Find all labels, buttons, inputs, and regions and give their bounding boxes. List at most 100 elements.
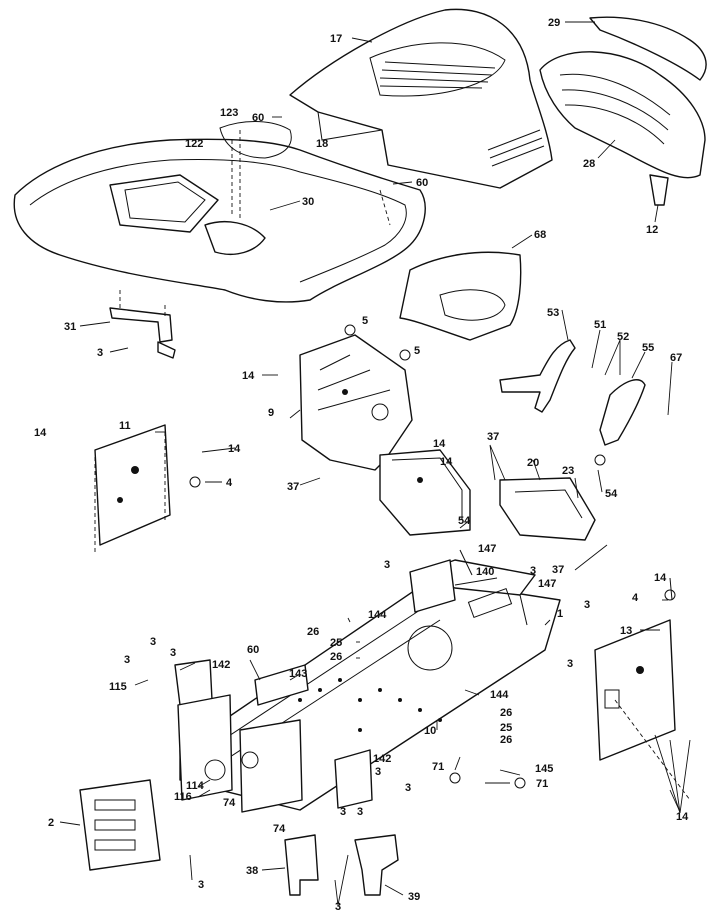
grille-assembly xyxy=(539,16,707,206)
callout-3g: 3 xyxy=(124,654,130,666)
callout-54a: 54 xyxy=(458,515,471,527)
callout-25b: 25 xyxy=(500,722,512,734)
bracket-31 xyxy=(109,290,176,359)
callout-31: 31 xyxy=(64,321,76,333)
callout-3f: 3 xyxy=(170,647,176,659)
callout-3j: 3 xyxy=(405,782,411,794)
callout-5b: 5 xyxy=(414,345,420,357)
callout-1: 1 xyxy=(557,608,563,620)
pan-68 xyxy=(399,251,522,341)
callout-144b: 144 xyxy=(490,689,509,701)
plate-2 xyxy=(79,779,161,871)
callout-123: 123 xyxy=(220,107,238,119)
callouts: 1729123122601860302812683135553515255671… xyxy=(34,17,689,913)
callout-51: 51 xyxy=(594,319,606,331)
callout-3e: 3 xyxy=(150,636,156,648)
callout-147a: 147 xyxy=(478,543,496,555)
callout-71b: 71 xyxy=(536,778,548,790)
callout-38: 38 xyxy=(246,865,258,877)
callout-54b: 54 xyxy=(605,488,618,500)
callout-2: 2 xyxy=(48,817,54,829)
callout-18: 18 xyxy=(316,138,328,150)
callout-20: 20 xyxy=(527,457,539,469)
callout-3a: 3 xyxy=(97,347,103,359)
leader-lines xyxy=(59,21,691,906)
callout-74a: 74 xyxy=(223,797,236,809)
callout-60a: 60 xyxy=(252,112,264,124)
callout-3l: 3 xyxy=(357,806,363,818)
callout-14g: 14 xyxy=(676,811,689,823)
plate-140 xyxy=(409,559,456,613)
bracket-20 xyxy=(499,477,596,541)
callout-5a: 5 xyxy=(362,315,368,327)
callout-29: 29 xyxy=(548,17,560,29)
front-plates xyxy=(174,659,373,813)
callout-145: 145 xyxy=(535,763,553,775)
callout-74b: 74 xyxy=(273,823,286,835)
callout-3h: 3 xyxy=(567,658,573,670)
callout-30: 30 xyxy=(302,196,314,208)
hood xyxy=(289,8,553,189)
callout-9: 9 xyxy=(268,407,274,419)
callout-3b: 3 xyxy=(384,559,390,571)
callout-26b: 26 xyxy=(330,651,342,663)
callout-142b: 142 xyxy=(373,753,391,765)
callout-37b: 37 xyxy=(487,431,499,443)
callout-53: 53 xyxy=(547,307,559,319)
callout-60b: 60 xyxy=(416,177,428,189)
callout-3i: 3 xyxy=(375,766,381,778)
callout-3m: 3 xyxy=(198,879,204,891)
callout-4b: 4 xyxy=(632,592,639,604)
callout-37a: 37 xyxy=(287,481,299,493)
callout-71a: 71 xyxy=(432,761,444,773)
callout-28: 28 xyxy=(583,158,595,170)
callout-14b: 14 xyxy=(34,427,47,439)
callout-13: 13 xyxy=(620,625,632,637)
callout-3k: 3 xyxy=(340,806,346,818)
callout-14c: 14 xyxy=(228,443,241,455)
hardware xyxy=(189,324,676,789)
callout-39: 39 xyxy=(408,891,420,903)
callout-26d: 26 xyxy=(500,734,512,746)
callout-3n: 3 xyxy=(335,901,341,913)
callout-144a: 144 xyxy=(368,609,387,621)
callout-67: 67 xyxy=(670,352,682,364)
callout-55: 55 xyxy=(642,342,654,354)
callout-10: 10 xyxy=(424,725,436,737)
callout-17: 17 xyxy=(330,33,342,45)
callout-11: 11 xyxy=(119,420,131,432)
callout-140: 140 xyxy=(476,566,494,578)
callout-3d: 3 xyxy=(584,599,590,611)
brackets-38-39 xyxy=(284,834,399,896)
bracket-54 xyxy=(379,449,471,536)
callout-14e: 14 xyxy=(440,456,453,468)
callout-3c: 3 xyxy=(530,565,536,577)
brackets-53-55 xyxy=(499,339,646,446)
callout-14f: 14 xyxy=(654,572,667,584)
callout-143: 143 xyxy=(289,668,307,680)
side-plate-13 xyxy=(594,619,691,801)
callout-68: 68 xyxy=(534,229,546,241)
side-plate-11 xyxy=(94,424,171,555)
callout-147b: 147 xyxy=(538,578,556,590)
callout-4a: 4 xyxy=(226,477,233,489)
callout-37c: 37 xyxy=(552,564,564,576)
panel-9 xyxy=(299,334,413,471)
callout-114: 114 xyxy=(186,780,205,792)
callout-142a: 142 xyxy=(212,659,230,671)
callout-14a: 14 xyxy=(242,370,255,382)
callout-52: 52 xyxy=(617,331,629,343)
callout-116: 116 xyxy=(174,791,192,803)
frame-holes xyxy=(298,678,442,732)
callout-12: 12 xyxy=(646,224,658,236)
fender xyxy=(13,121,426,303)
callout-26c: 26 xyxy=(500,707,512,719)
callout-23: 23 xyxy=(562,465,574,477)
callout-14d: 14 xyxy=(433,438,446,450)
callout-122: 122 xyxy=(185,138,203,150)
callout-115: 115 xyxy=(109,681,127,693)
callout-60c: 60 xyxy=(247,644,259,656)
callout-25a: 25 xyxy=(330,637,342,649)
